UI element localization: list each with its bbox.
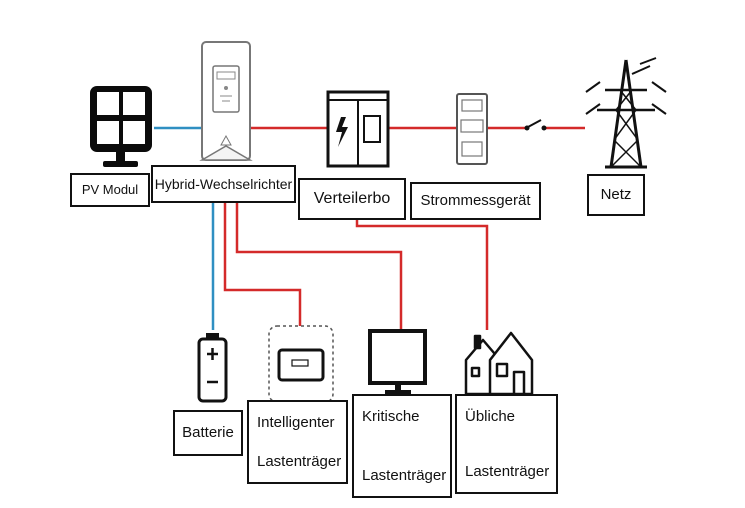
smart-load-label: Intelligenter Lastenträger [247, 400, 348, 484]
monitor-icon [368, 329, 427, 395]
battery-icon [197, 333, 228, 403]
connections [154, 126, 585, 330]
critical-load-label-line2: Lastenträger [362, 466, 447, 484]
solar-panel-icon [90, 86, 152, 167]
house-icon [464, 331, 534, 396]
switch-icon [524, 119, 547, 131]
ac-line-distribution-normal-load [355, 220, 489, 330]
distribution-box-icon [326, 90, 390, 168]
power-tower-icon [585, 57, 667, 169]
ac-line-inverter-smart-load [223, 203, 302, 326]
distribution-box-label: Verteilerbo [298, 178, 406, 220]
smart-load-label-line1: Intelligenter [257, 414, 335, 431]
hybrid-inverter-label: Hybrid-Wechselrichter [151, 165, 296, 203]
pv-module-label: PV Modul [70, 173, 150, 207]
critical-load-label: Kritische Lastenträger [352, 394, 452, 498]
energy-meter-label: Strommessgerät [410, 182, 541, 220]
normal-load-label-line2: Lastenträger [465, 462, 550, 480]
battery-label: Batterie [173, 410, 243, 456]
normal-load-label: Übliche Lastenträger [455, 394, 558, 494]
normal-load-label-line1: Übliche [465, 408, 516, 425]
smart-load-device-icon [268, 325, 334, 403]
smart-load-label-line2: Lastenträger [257, 452, 342, 470]
energy-meter-icon [456, 93, 488, 165]
hybrid-inverter-icon [199, 41, 253, 161]
critical-load-label-line1: Kritische [362, 408, 420, 425]
grid-label: Netz [587, 174, 645, 216]
ac-line-inverter-critical-load [235, 203, 403, 330]
